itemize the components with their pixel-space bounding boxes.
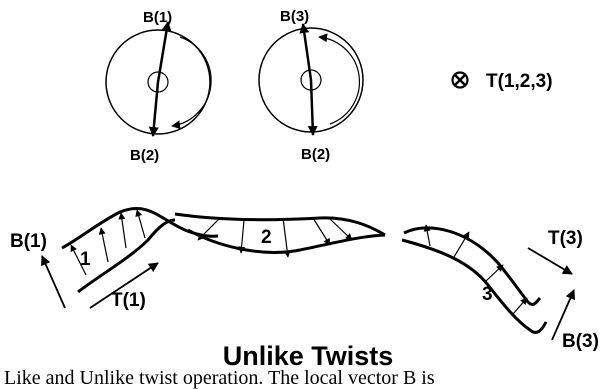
into-page-icon: [451, 71, 469, 89]
disk-left-label-top: B(1): [143, 9, 172, 26]
disk-right: [258, 23, 364, 136]
section-3-vectors: [423, 224, 528, 315]
ribbon-edge-right-top: [403, 226, 542, 307]
ribbon-label-seg3: 3: [482, 284, 493, 305]
ribbon-label-t1: T(1): [111, 290, 146, 311]
ribbon-edge-top: [61, 207, 219, 250]
ribbon-mid-edge-bottom: [187, 228, 386, 254]
disk-left-arrow-b2: [148, 81, 160, 137]
arrow-t3: [527, 247, 573, 275]
section-2-vectors: [197, 217, 353, 258]
section-1-vectors: [70, 209, 146, 276]
ribbon-label-seg2: 2: [261, 227, 272, 248]
ribbon-label-b1: B(1): [10, 231, 47, 252]
ribbon-label-t3: T(3): [548, 228, 583, 249]
large-arrows: [41, 247, 575, 341]
ribbon-edge-bottom: [77, 218, 176, 294]
arrow-b1: [41, 255, 66, 309]
ribbon-label-seg1: 1: [80, 249, 91, 270]
disk-left: [105, 21, 212, 137]
disk-left-arrow-b1: [156, 21, 172, 83]
ribbon-edge-right-bottom: [401, 238, 548, 334]
figure-title: Unlike Twists: [222, 341, 394, 371]
disk-left-rotation-arrow: [171, 36, 212, 130]
disk-right-rotation-arrow: [318, 33, 361, 125]
disk-right-arrow-b3: [299, 23, 313, 81]
disk-right-label-bottom: B(2): [301, 146, 330, 163]
figure-caption: Like and Unlike twist operation. The loc…: [4, 367, 435, 389]
arrow-b3: [551, 289, 575, 341]
arrow-t1: [89, 262, 159, 309]
disk-right-arrow-b2: [307, 79, 318, 136]
ribbon-label-b3: B(3): [562, 331, 599, 352]
legend-text: T(1,2,3): [486, 71, 553, 92]
ribbon: [61, 207, 548, 334]
disk-right-label-top: B(3): [280, 8, 309, 25]
ribbon-mid-edge-top: [174, 212, 386, 237]
disk-left-label-bottom: B(2): [130, 147, 159, 164]
